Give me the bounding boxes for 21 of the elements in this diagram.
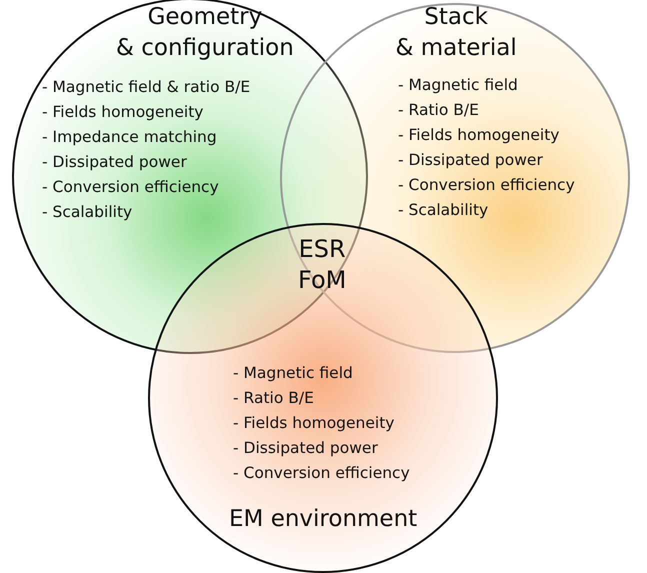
list-item: - Scalability <box>42 203 132 221</box>
list-item: - Ratio B/E <box>398 101 479 119</box>
circle-heading: EM environment <box>229 505 418 534</box>
list-item: - Conversion efficiency <box>42 178 219 196</box>
circle-heading: Geometry & configuration <box>116 3 294 63</box>
list-item: - Impedance matching <box>42 128 217 146</box>
center-label: ESR FoM <box>298 234 346 296</box>
list-item: - Fields homogeneity <box>233 414 394 432</box>
list-item: - Magnetic field <box>233 364 353 382</box>
list-item: - Scalability <box>398 201 488 219</box>
list-item: - Fields homogeneity <box>398 126 560 144</box>
list-item: - Dissipated power <box>233 439 378 457</box>
list-item: - Magnetic field <box>398 76 518 94</box>
list-item: - Fields homogeneity <box>42 103 204 121</box>
list-item: - Ratio B/E <box>233 389 314 407</box>
list-item: - Magnetic field & ratio B/E <box>42 78 250 96</box>
list-item: - Dissipated power <box>42 153 187 171</box>
list-item: - Dissipated power <box>398 151 543 169</box>
circle-heading: Stack & material <box>396 3 517 63</box>
list-item: - Conversion efficiency <box>233 464 410 482</box>
list-item: - Conversion efficiency <box>398 176 575 194</box>
